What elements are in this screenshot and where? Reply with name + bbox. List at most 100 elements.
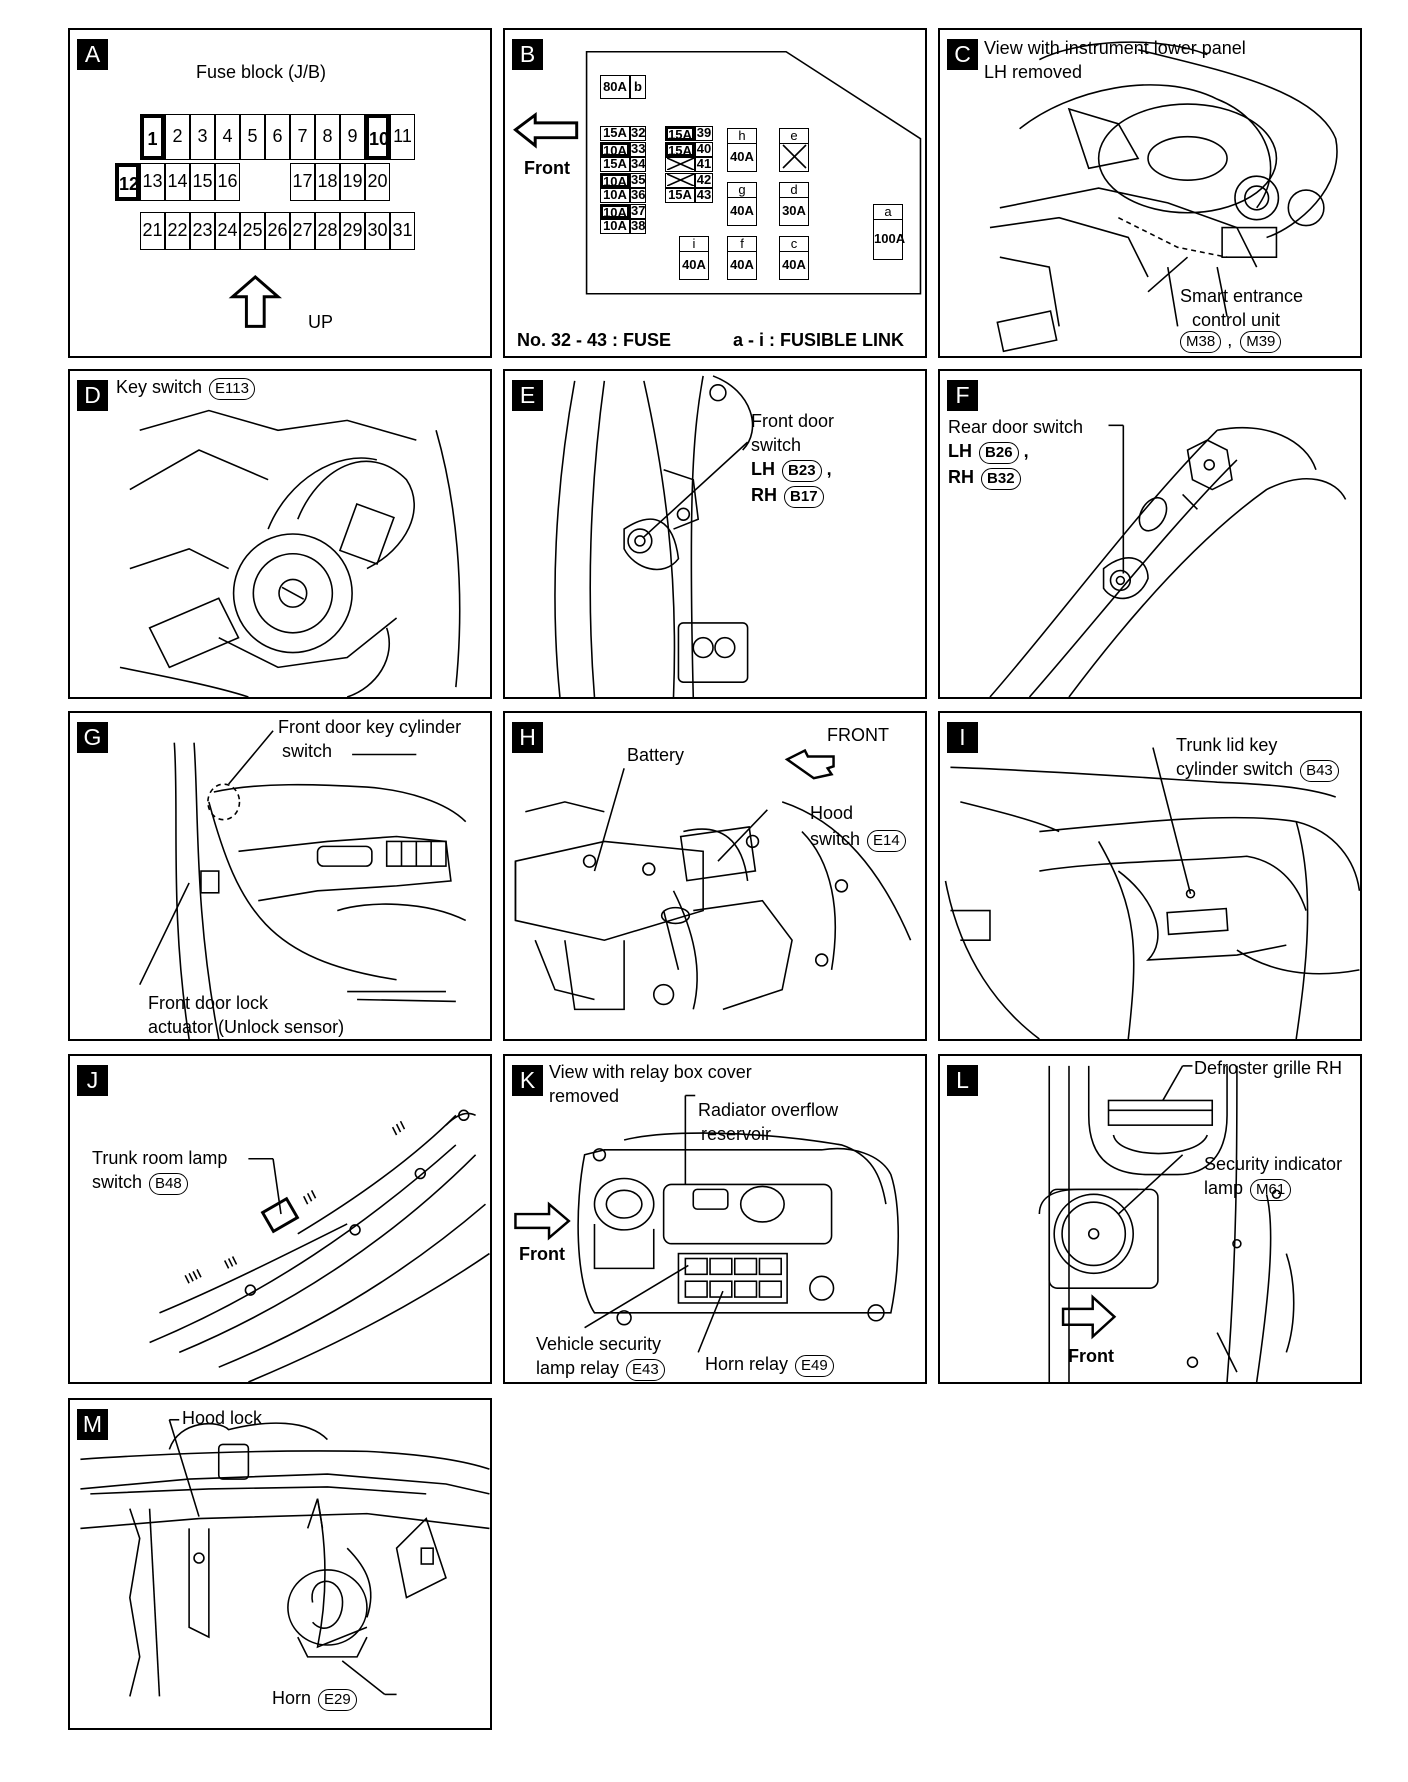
panel-k-lamp-relay-label: lamp relay E43 — [536, 1356, 665, 1381]
panel-k-label-6: Vehicle security — [536, 1334, 662, 1354]
panel-tag: M — [77, 1409, 108, 1440]
fuse-amp: 15A — [665, 141, 695, 157]
panel-tag: L — [947, 1065, 978, 1096]
fusible-link-letter: e — [780, 129, 808, 144]
fuse-cell: 26 — [265, 212, 290, 250]
panel-m-label-2: Horn — [272, 1688, 312, 1708]
fuse-number: 34 — [630, 156, 646, 172]
connector-code: B32 — [981, 468, 1021, 490]
connector-code: E29 — [318, 1689, 357, 1711]
front-door-trim-illustration — [139, 730, 467, 1039]
panel-f-rear-door-switch: F Rear door switch LH B26 , RH B32 — [938, 369, 1362, 699]
panel-h-hood-switch: H Battery FRONT Hood switch E14 — [503, 711, 927, 1041]
fusible-link-letter: d — [780, 183, 808, 198]
panel-g-label-4: actuator (Unlock sensor) — [148, 1017, 345, 1037]
panel-c-label-3: Smart entrance — [1180, 286, 1304, 306]
panel-tag: H — [512, 722, 543, 753]
fuse-cell: 31 — [390, 212, 415, 250]
legend-fusible-link: a - i : FUSIBLE LINK — [733, 330, 904, 350]
panel-e-label-1: Front door — [751, 411, 835, 431]
panel-i-label-1: Trunk lid key — [1176, 735, 1278, 755]
fuse-80a: 80A — [600, 75, 630, 99]
panel-tag: J — [77, 1065, 108, 1096]
fuse-cell: 13 — [140, 163, 165, 201]
fusible-link-letter: a — [874, 205, 902, 220]
panel-f-rh: RH B32 — [948, 465, 1021, 490]
panel-i-label-2: cylinder switch — [1176, 759, 1294, 779]
panel-j-label-1: Trunk room lamp — [92, 1148, 228, 1168]
vehicle-rear-illustration — [944, 747, 1360, 1039]
fusible-link-rating — [780, 143, 808, 170]
panel-c-label-4: control unit — [1192, 310, 1281, 330]
fusible-link-rating: 40A — [730, 149, 754, 164]
fuse-cell: 21 — [140, 212, 165, 250]
panel-m-label-1: Hood lock — [182, 1408, 263, 1428]
panel-tag: G — [77, 722, 108, 753]
connector-code: E43 — [626, 1359, 665, 1381]
panel-e-rh: RH B17 — [751, 483, 824, 508]
relay-box-illustration — [514, 1094, 900, 1353]
fusible-link-rating: 40A — [782, 257, 806, 272]
horn-illustration — [80, 1418, 490, 1697]
panel-l-security-indicator: L Defroster grille RH Security indicator… — [938, 1054, 1362, 1384]
fuse-cell: 12 — [115, 163, 140, 201]
fuse-cell: 17 — [290, 163, 315, 201]
fuse-cell: 4 — [215, 114, 240, 160]
panel-f-lh: LH B26 , — [948, 439, 1029, 464]
panel-l-label-2: Security indicator — [1204, 1154, 1343, 1174]
fuse-number: 40 — [695, 140, 713, 157]
fuse-number: 38 — [630, 218, 646, 234]
fuse-amp: 10A — [600, 172, 630, 188]
fuse-cell: 6 — [265, 114, 290, 160]
engine-bay-illustration — [514, 748, 912, 1011]
connector-separator: , — [826, 459, 832, 479]
panel-k-label-4: reservoir — [701, 1124, 772, 1144]
panel-j-trunk-room-lamp-switch: J Trunk room lamp switch B48 — [68, 1054, 492, 1384]
rh-label: RH — [751, 485, 777, 505]
panel-k-label-1: View with relay box cover — [549, 1062, 752, 1082]
connector-code: E113 — [209, 378, 255, 400]
panel-k-relay-box: K View with relay box cover removed Radi… — [503, 1054, 927, 1384]
fusible-link-rating: 40A — [730, 257, 754, 272]
connector-code: B23 — [782, 460, 822, 482]
fuse-label: b — [630, 75, 646, 99]
fuse-cell: 29 — [340, 212, 365, 250]
fuse-cell: 18 — [315, 163, 340, 201]
panel-h-label-4: switch — [810, 829, 861, 849]
panel-i-cylinder-label: cylinder switch B43 — [1176, 757, 1339, 782]
fusible-link: f 40A — [727, 236, 757, 280]
fuse-amp — [665, 157, 695, 172]
connector-separator: , — [1227, 330, 1233, 350]
trunk-lid-illustration — [149, 1109, 490, 1382]
fuse-cell: 7 — [290, 114, 315, 160]
lh-label: LH — [751, 459, 775, 479]
connector-code: B48 — [149, 1173, 188, 1195]
connector-m38: M38,M39 — [1178, 328, 1282, 353]
fuse-number: 42 — [695, 171, 713, 188]
panel-k-label-3: Radiator overflow — [698, 1100, 839, 1120]
fuse-amp: 10A — [600, 219, 630, 234]
connector-code: M39 — [1240, 331, 1282, 353]
panel-h-label-1: Battery — [627, 745, 685, 765]
key-switch-label: Key switch E113 — [116, 375, 255, 400]
panel-g-front-door-lock: G Front door key cylinder switch Front d… — [68, 711, 492, 1041]
fusible-link-letter: f — [728, 237, 756, 252]
panel-tag: A — [77, 39, 108, 70]
fusible-link-rating: 40A — [730, 203, 754, 218]
fuse-amp — [665, 172, 695, 188]
connector-code: E49 — [795, 1355, 834, 1377]
fuse-cell: 14 — [165, 163, 190, 201]
connector-code: B43 — [1300, 760, 1339, 782]
panel-k-label-8: Horn relay — [705, 1354, 789, 1374]
fuse-number: 43 — [695, 187, 713, 203]
panel-l-label-1: Defroster grille RH — [1194, 1058, 1343, 1078]
panel-e-label-2: switch — [751, 435, 802, 455]
